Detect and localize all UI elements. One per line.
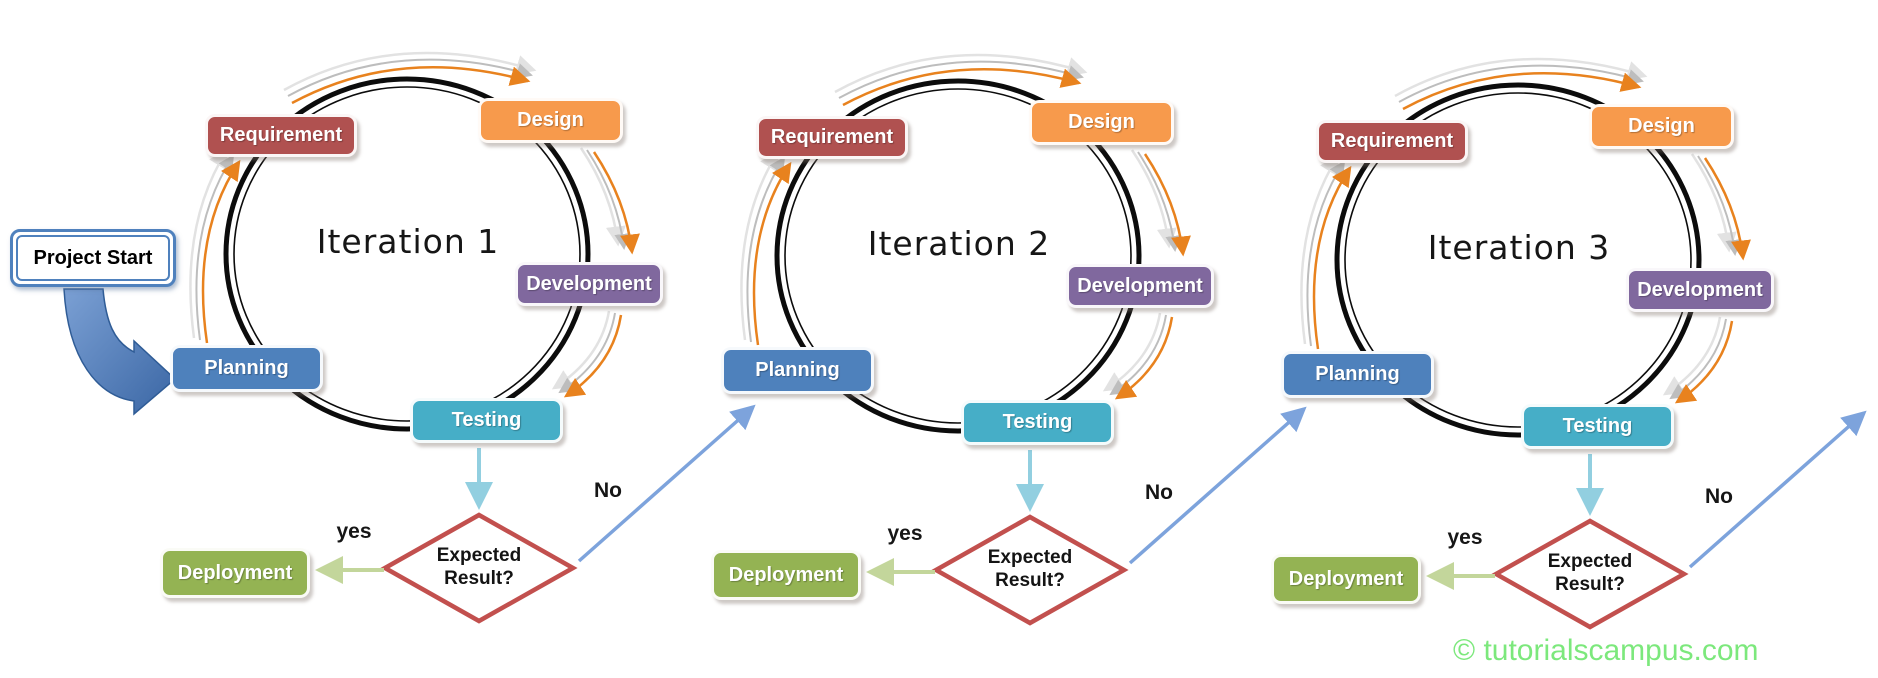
decision-label: Expected Result? <box>1520 550 1660 596</box>
yes-label: yes <box>336 520 372 543</box>
stage-deployment: Deployment <box>160 548 310 598</box>
no-label: No <box>1705 485 1733 508</box>
stage-requirement: Requirement <box>1316 120 1468 163</box>
project-start-box: Project Start <box>10 229 176 287</box>
decision-line1: Expected <box>436 545 522 566</box>
iteration-title: Iteration 1 <box>316 222 500 261</box>
stage-requirement: Requirement <box>205 114 357 157</box>
stage-planning: Planning <box>721 347 874 394</box>
stage-design: Design <box>1029 100 1174 145</box>
stage-planning: Planning <box>1281 351 1434 398</box>
stage-deployment: Deployment <box>711 550 861 600</box>
stage-testing: Testing <box>1521 404 1674 449</box>
stage-development: Development <box>1626 268 1774 312</box>
decision-line2: Result? <box>995 570 1065 591</box>
watermark: © tutorialscampus.com <box>1453 634 1759 667</box>
stage-development: Development <box>1066 264 1214 308</box>
yes-label: yes <box>887 522 923 545</box>
stage-testing: Testing <box>961 400 1114 445</box>
stage-development: Development <box>515 262 663 306</box>
stage-planning: Planning <box>170 345 323 392</box>
no-label: No <box>594 479 622 502</box>
decision-line2: Result? <box>1555 574 1625 595</box>
stage-requirement: Requirement <box>756 116 908 159</box>
decision-line1: Expected <box>987 547 1073 568</box>
no-label: No <box>1145 481 1173 504</box>
stage-testing: Testing <box>410 398 563 443</box>
stage-design: Design <box>478 98 623 143</box>
stage-design: Design <box>1589 104 1734 149</box>
decision-line2: Result? <box>444 568 514 589</box>
iteration-title: Iteration 2 <box>867 224 1051 263</box>
start-curved-arrow <box>63 288 177 416</box>
decision-line1: Expected <box>1547 551 1633 572</box>
project-start-label: Project Start <box>16 235 170 281</box>
stage-deployment: Deployment <box>1271 554 1421 604</box>
decision-label: Expected Result? <box>409 544 549 590</box>
iteration-title: Iteration 3 <box>1427 228 1611 267</box>
yes-label: yes <box>1447 526 1483 549</box>
decision-label: Expected Result? <box>960 546 1100 592</box>
